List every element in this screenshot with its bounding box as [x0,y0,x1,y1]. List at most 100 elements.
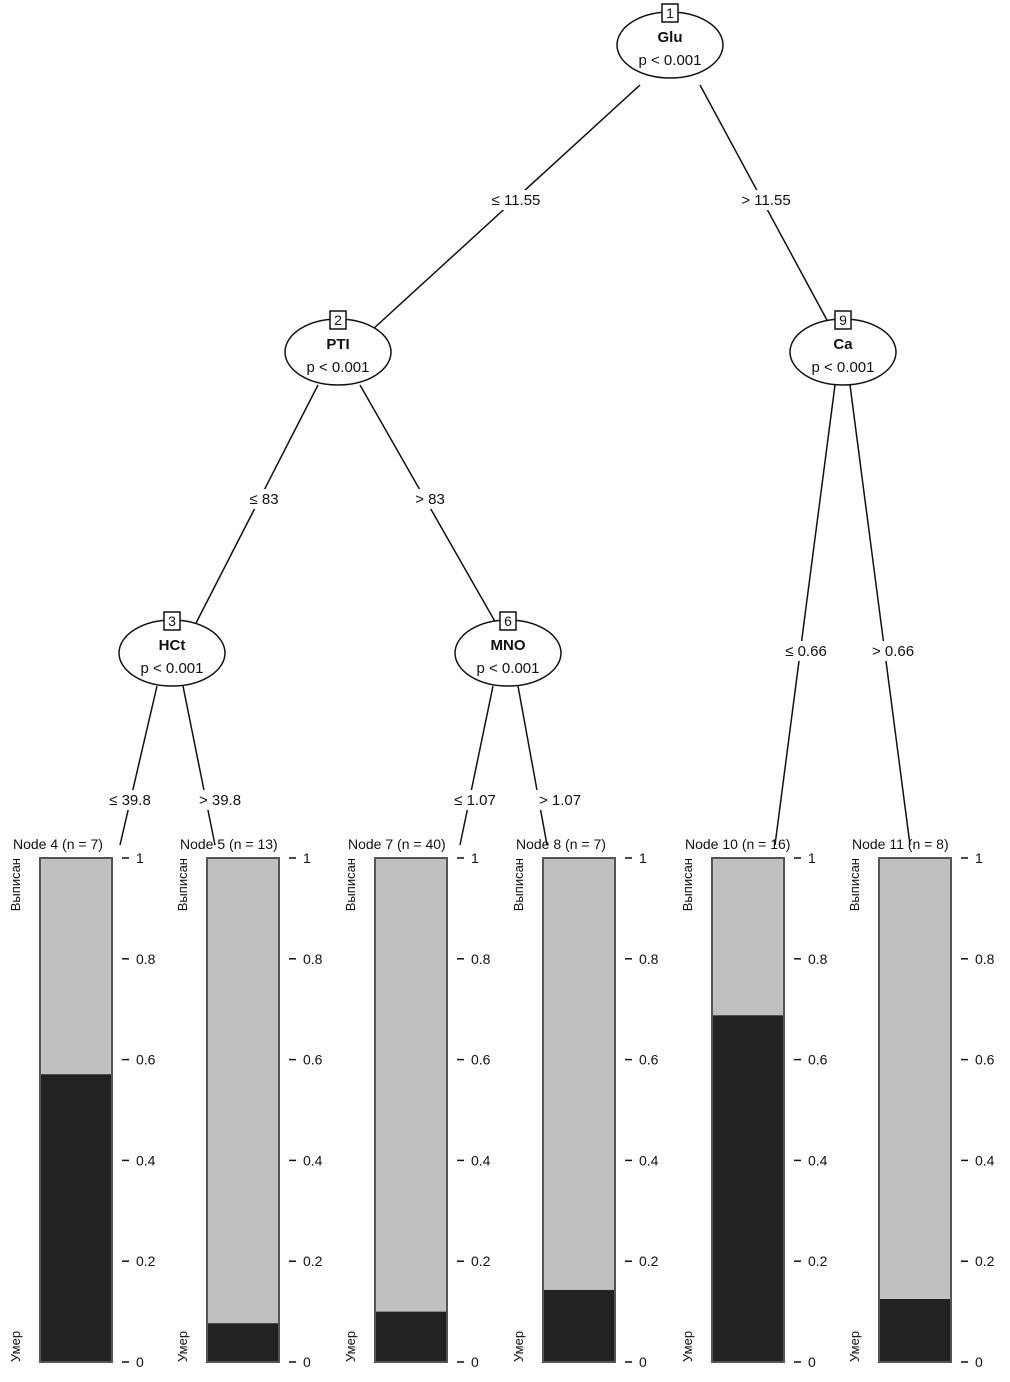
y-tick-label: 0.6 [975,1052,995,1068]
edge-label-6-7: ≤ 1.07 [454,792,496,809]
response-label-bottom: Умер [8,1331,23,1362]
node-title-0: Node 4 (n = 7) [13,836,103,852]
bar-survived-3 [543,858,615,1290]
edge-line-9-10 [774,384,836,846]
edge-line-9-11 [849,384,911,846]
response-label-bottom: Умер [680,1331,695,1362]
edge-line-6-7 [459,685,494,846]
bar-survived-4 [712,858,784,1016]
node-6-id: 6 [504,613,512,629]
bar-survived-1 [207,858,279,1324]
y-tick-label: 0.2 [639,1253,659,1269]
y-tick-label: 0 [136,1354,144,1370]
bar-died-5 [879,1299,951,1362]
node-title-3: Node 8 (n = 7) [516,836,606,852]
node-3-p-value: p < 0.001 [141,660,204,677]
y-tick-label: 0.8 [136,951,156,967]
response-label-top: Выписан [847,858,862,911]
y-tick-label: 0.2 [975,1253,995,1269]
node-title-4: Node 10 (n = 16) [685,836,790,852]
edge-label-3-4: ≤ 39.8 [109,792,151,809]
edge-label-9-10: ≤ 0.66 [785,643,827,660]
node-9-variable: Ca [833,336,853,353]
edge-label-bg [245,489,283,509]
y-tick-label: 0.6 [136,1052,156,1068]
response-label-top: Выписан [8,858,23,911]
node-9-id-box [834,310,852,330]
y-tick-label: 0.4 [303,1152,323,1168]
y-tick-label: 0 [808,1354,816,1370]
node-6-p-value: p < 0.001 [477,660,540,677]
y-tick-label: 1 [975,850,983,866]
node-2-id-box [329,310,347,330]
node-2-p-value: p < 0.001 [307,359,370,376]
edge-label-bg [103,790,157,810]
y-tick-label: 0.6 [808,1052,828,1068]
response-label-bottom: Умер [175,1331,190,1362]
node-9-p-value: p < 0.001 [812,359,875,376]
edge-label-6-8: > 1.07 [539,792,581,809]
response-label-bottom: Умер [343,1331,358,1362]
edge-line-3-4 [119,685,158,846]
node-2-id: 2 [334,312,342,328]
edge-label-2-6: > 83 [415,491,445,508]
edge-label-bg [533,790,587,810]
y-tick-label: 0.8 [975,951,995,967]
y-tick-label: 0.2 [808,1253,828,1269]
node-1-variable: Glu [658,29,683,46]
y-tick-label: 0.4 [471,1152,491,1168]
node-2-variable: PTI [326,336,349,353]
node-6-variable: MNO [491,637,526,654]
node-1-id-box [661,3,679,23]
node-9-id: 9 [839,312,847,328]
node-title-5: Node 11 (n = 8) [852,836,949,852]
y-tick-label: 0.2 [303,1253,323,1269]
bar-frame-3 [542,857,616,1363]
y-tick-label: 1 [471,850,479,866]
edge-label-3-5: > 39.8 [199,792,241,809]
node-3-id: 3 [168,613,176,629]
bar-frame-2 [374,857,448,1363]
node-6-id-box [499,611,517,631]
node-3-id-box [163,611,181,631]
edge-label-bg [485,190,547,210]
y-tick-label: 0 [639,1354,647,1370]
y-tick-label: 0.8 [471,951,491,967]
y-tick-label: 0.4 [639,1152,659,1168]
edge-label-bg [193,790,247,810]
bar-frame-1 [206,857,280,1363]
response-label-bottom: Умер [511,1331,526,1362]
response-label-bottom: Умер [847,1331,862,1362]
response-label-top: Выписан [343,858,358,911]
edge-label-bg [779,641,833,661]
edge-line-6-8 [517,685,548,846]
y-tick-label: 0.4 [808,1152,828,1168]
bar-died-2 [375,1311,447,1362]
edge-label-bg [411,489,449,509]
node-title-2: Node 7 (n = 40) [348,836,446,852]
y-tick-label: 0 [303,1354,311,1370]
y-tick-label: 0.6 [471,1052,491,1068]
y-tick-label: 0.8 [639,951,659,967]
y-tick-label: 1 [639,850,647,866]
y-tick-label: 0 [975,1354,983,1370]
node-3-variable: HCt [159,637,186,654]
node-1-id: 1 [666,5,674,21]
y-tick-label: 0.4 [136,1152,156,1168]
bar-survived-0 [40,858,112,1075]
bar-survived-2 [375,858,447,1312]
node-1-p-value: p < 0.001 [639,52,702,69]
y-tick-label: 1 [136,850,144,866]
response-label-top: Выписан [175,858,190,911]
bar-died-3 [543,1289,615,1362]
y-tick-label: 0 [471,1354,479,1370]
edge-label-1-9: > 11.55 [741,192,790,209]
bar-died-0 [40,1074,112,1362]
bar-died-1 [207,1323,279,1362]
bar-frame-0 [39,857,113,1363]
edge-label-1-2: ≤ 11.55 [492,192,541,209]
edge-label-9-11: > 0.66 [872,643,914,660]
y-tick-label: 0.2 [136,1253,156,1269]
y-tick-label: 1 [808,850,816,866]
y-tick-label: 0.2 [471,1253,491,1269]
